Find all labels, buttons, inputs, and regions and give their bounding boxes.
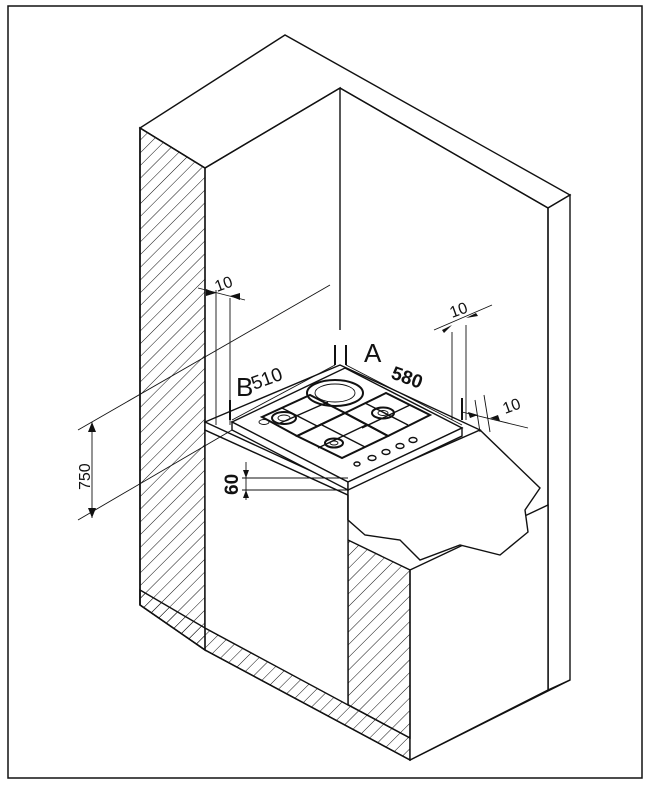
dim-height-750: 750 [77,463,94,490]
dim-thickness-60: 60 [222,474,243,495]
dim-gap-side-10: 10 [501,396,524,418]
label-side-b: B [236,372,253,402]
dim-gap-left-10: 10 [213,274,236,296]
label-side-a: A [364,338,382,368]
drawing-frame [7,5,643,779]
dim-width-580: 580 [388,363,425,394]
dim-gap-right-10: 10 [448,300,471,322]
wall-structure [138,34,572,762]
dimension-lines [77,284,529,521]
hob-appliance [230,367,464,492]
